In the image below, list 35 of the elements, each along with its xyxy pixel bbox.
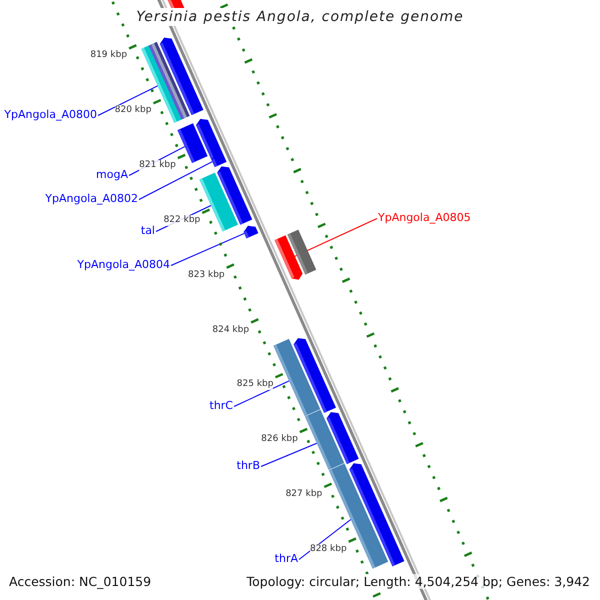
- scale-label: 827 kbp: [286, 488, 322, 500]
- gene-feature: [328, 464, 388, 569]
- scale-label: 824 kbp: [212, 324, 250, 336]
- gene-label: YpAngola_A0805: [378, 211, 471, 224]
- gene-label: YpAngola_A0800: [4, 108, 97, 121]
- gene-feature: [244, 226, 258, 238]
- accession-label: Accession: NC_010159: [7, 574, 154, 589]
- scale-label: 826 kbp: [261, 434, 298, 446]
- gene-label: YpAngola_A0804: [77, 258, 170, 271]
- gene-label: YpAngola_A0802: [45, 192, 138, 205]
- scale-label: 823 kbp: [188, 270, 225, 281]
- leader-line: [234, 380, 290, 407]
- scale-label: 825 kbp: [236, 379, 274, 390]
- gene-label: thrC: [210, 399, 233, 412]
- genome-info-label: Topology: circular; Length: 4,504,254 bp; Genes: 3,942: [244, 574, 592, 589]
- gene-feature: [177, 123, 208, 164]
- gene-feature: [304, 410, 344, 470]
- gene-feature: [273, 338, 320, 416]
- leader-line: [260, 442, 318, 467]
- scale-label: 820 kbp: [114, 105, 152, 116]
- scale-label: 819 kbp: [90, 50, 128, 62]
- gene-label: mogA: [96, 168, 128, 181]
- gene-label: thrB: [236, 459, 260, 472]
- leader-line: [138, 161, 213, 200]
- gene-feature: [199, 172, 238, 232]
- scale-label: 828 kbp: [310, 544, 347, 555]
- scale-label: 821 kbp: [139, 160, 176, 172]
- gene-feature: [211, 154, 227, 168]
- gene-feature: [274, 235, 303, 280]
- gene-label: tal: [140, 224, 155, 237]
- scale-label: 822 kbp: [164, 214, 200, 226]
- gene-label: thrA: [274, 552, 298, 565]
- leader-line: [170, 232, 245, 266]
- leader-line: [294, 218, 378, 257]
- leader-line: [98, 85, 158, 116]
